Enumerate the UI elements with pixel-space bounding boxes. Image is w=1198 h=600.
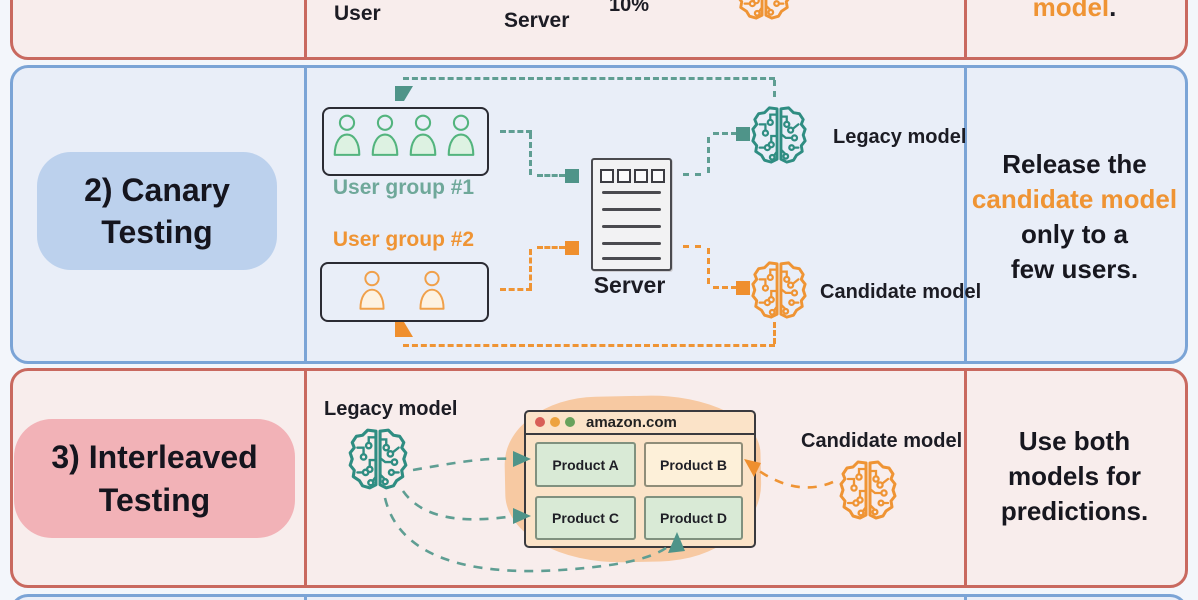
server-to-legacy-elbow bbox=[707, 137, 710, 173]
row2-legacy-model-label: Legacy model bbox=[833, 126, 967, 148]
row2-divider-right bbox=[964, 68, 967, 361]
arrow-group1-to-server bbox=[565, 169, 579, 183]
product-d-card[interactable]: Product D bbox=[644, 496, 743, 540]
user-group2-label: User group #2 bbox=[332, 228, 475, 251]
server-slot bbox=[602, 225, 661, 228]
user-group2-box bbox=[320, 262, 489, 322]
row1-description-highlight: model bbox=[1032, 0, 1110, 22]
row3-divider-left bbox=[304, 371, 307, 585]
arrow-server-to-candidate bbox=[736, 281, 750, 295]
arrow-group2-to-server bbox=[565, 241, 579, 255]
candidate-brain-icon bbox=[836, 458, 900, 522]
user-group1-label: User group #1 bbox=[332, 176, 475, 199]
group1-to-server-line bbox=[500, 130, 532, 133]
row3-divider-right bbox=[964, 371, 967, 585]
legacy-return-elbow bbox=[773, 80, 776, 97]
canary-description: Release the candidate model only to a fe… bbox=[963, 147, 1186, 287]
candidate-return-line bbox=[403, 344, 775, 347]
arrow-to-user-group1 bbox=[395, 86, 413, 101]
row-next-strategy bbox=[10, 594, 1188, 600]
row3-legacy-model-label: Legacy model bbox=[324, 398, 458, 420]
canary-desc-highlight: candidate model bbox=[971, 184, 1178, 214]
canary-testing-title: 2) Canary Testing bbox=[37, 152, 277, 270]
user-icon bbox=[444, 114, 478, 158]
server-to-legacy-line2 bbox=[713, 132, 737, 135]
browser-titlebar: amazon.com bbox=[526, 412, 754, 435]
row2-server-label: Server bbox=[593, 272, 666, 298]
row2-candidate-model-label: Candidate model bbox=[820, 281, 982, 303]
user-group1-box bbox=[322, 107, 489, 176]
row1-server-label: Server bbox=[504, 9, 570, 32]
server-slot bbox=[602, 208, 661, 211]
window-zoom-icon bbox=[565, 417, 575, 427]
arrow-server-to-legacy bbox=[736, 127, 750, 141]
canary-desc-line1: Release the bbox=[1002, 149, 1147, 179]
browser-window: amazon.com Product A Product B Product C… bbox=[524, 410, 756, 548]
server-slot bbox=[602, 242, 661, 245]
legacy-return-line bbox=[403, 77, 775, 80]
server-to-candidate-line2 bbox=[713, 286, 737, 289]
server-to-candidate-line bbox=[683, 245, 701, 248]
group1-to-server-line2 bbox=[537, 174, 565, 177]
server-to-candidate-elbow bbox=[707, 248, 710, 284]
product-b-card[interactable]: Product B bbox=[644, 442, 743, 487]
arrow-to-user-group2 bbox=[395, 322, 413, 337]
group2-to-server-line bbox=[500, 288, 532, 291]
row-ab-testing bbox=[10, 0, 1188, 60]
row1-divider-left bbox=[304, 0, 307, 57]
product-a-card[interactable]: Product A bbox=[535, 442, 636, 487]
user-icon bbox=[368, 114, 402, 158]
window-minimize-icon bbox=[550, 417, 560, 427]
group1-to-server-elbow bbox=[529, 133, 532, 175]
user-icon bbox=[406, 114, 440, 158]
interleaved-desc-line2: models for bbox=[1008, 461, 1141, 491]
user-icon bbox=[416, 269, 448, 313]
interleaved-connectors bbox=[383, 451, 834, 573]
server-icon bbox=[591, 158, 672, 271]
row1-user-label: User bbox=[334, 2, 381, 25]
candidate-brain-icon bbox=[733, 0, 795, 22]
row1-divider-right bbox=[964, 0, 967, 57]
browser-url: amazon.com bbox=[586, 414, 677, 431]
interleaved-description: Use both models for predictions. bbox=[963, 424, 1186, 529]
row3-candidate-model-label: Candidate model bbox=[801, 430, 963, 452]
interleaved-title-line1: 3) Interleaved bbox=[51, 439, 258, 476]
server-led bbox=[651, 169, 665, 183]
candidate-return-elbow bbox=[773, 322, 776, 344]
group2-to-server-elbow bbox=[529, 249, 532, 289]
row4-divider-right bbox=[964, 597, 967, 600]
server-slot bbox=[602, 191, 661, 194]
server-led bbox=[634, 169, 648, 183]
interleaved-desc-line1: Use both bbox=[1018, 426, 1131, 456]
row1-description-fragment: model. bbox=[963, 0, 1186, 23]
canary-desc-line3: only to a bbox=[1021, 219, 1128, 249]
interleaved-title-line2: Testing bbox=[98, 481, 211, 518]
interleaved-testing-title: 3) Interleaved Testing bbox=[14, 419, 295, 538]
candidate-brain-icon bbox=[748, 259, 810, 321]
canary-title-line2: Testing bbox=[101, 214, 213, 250]
interleaved-desc-line3: predictions. bbox=[1000, 496, 1149, 526]
row1-description-period: . bbox=[1109, 0, 1117, 22]
user-icon bbox=[356, 269, 388, 313]
row1-traffic-percent: 10% bbox=[609, 0, 650, 16]
window-close-icon bbox=[535, 417, 545, 427]
user-icon bbox=[330, 114, 364, 158]
server-led bbox=[617, 169, 631, 183]
server-to-legacy-line bbox=[683, 173, 701, 176]
server-led bbox=[600, 169, 614, 183]
row2-divider-left bbox=[304, 68, 307, 361]
row4-divider-left bbox=[304, 597, 307, 600]
server-slot bbox=[602, 257, 661, 260]
product-c-card[interactable]: Product C bbox=[535, 496, 636, 540]
canary-title-line1: 2) Canary bbox=[84, 171, 230, 208]
group2-to-server-line2 bbox=[537, 246, 565, 249]
legacy-brain-icon bbox=[748, 104, 810, 166]
canary-desc-line4: few users. bbox=[1010, 254, 1139, 284]
